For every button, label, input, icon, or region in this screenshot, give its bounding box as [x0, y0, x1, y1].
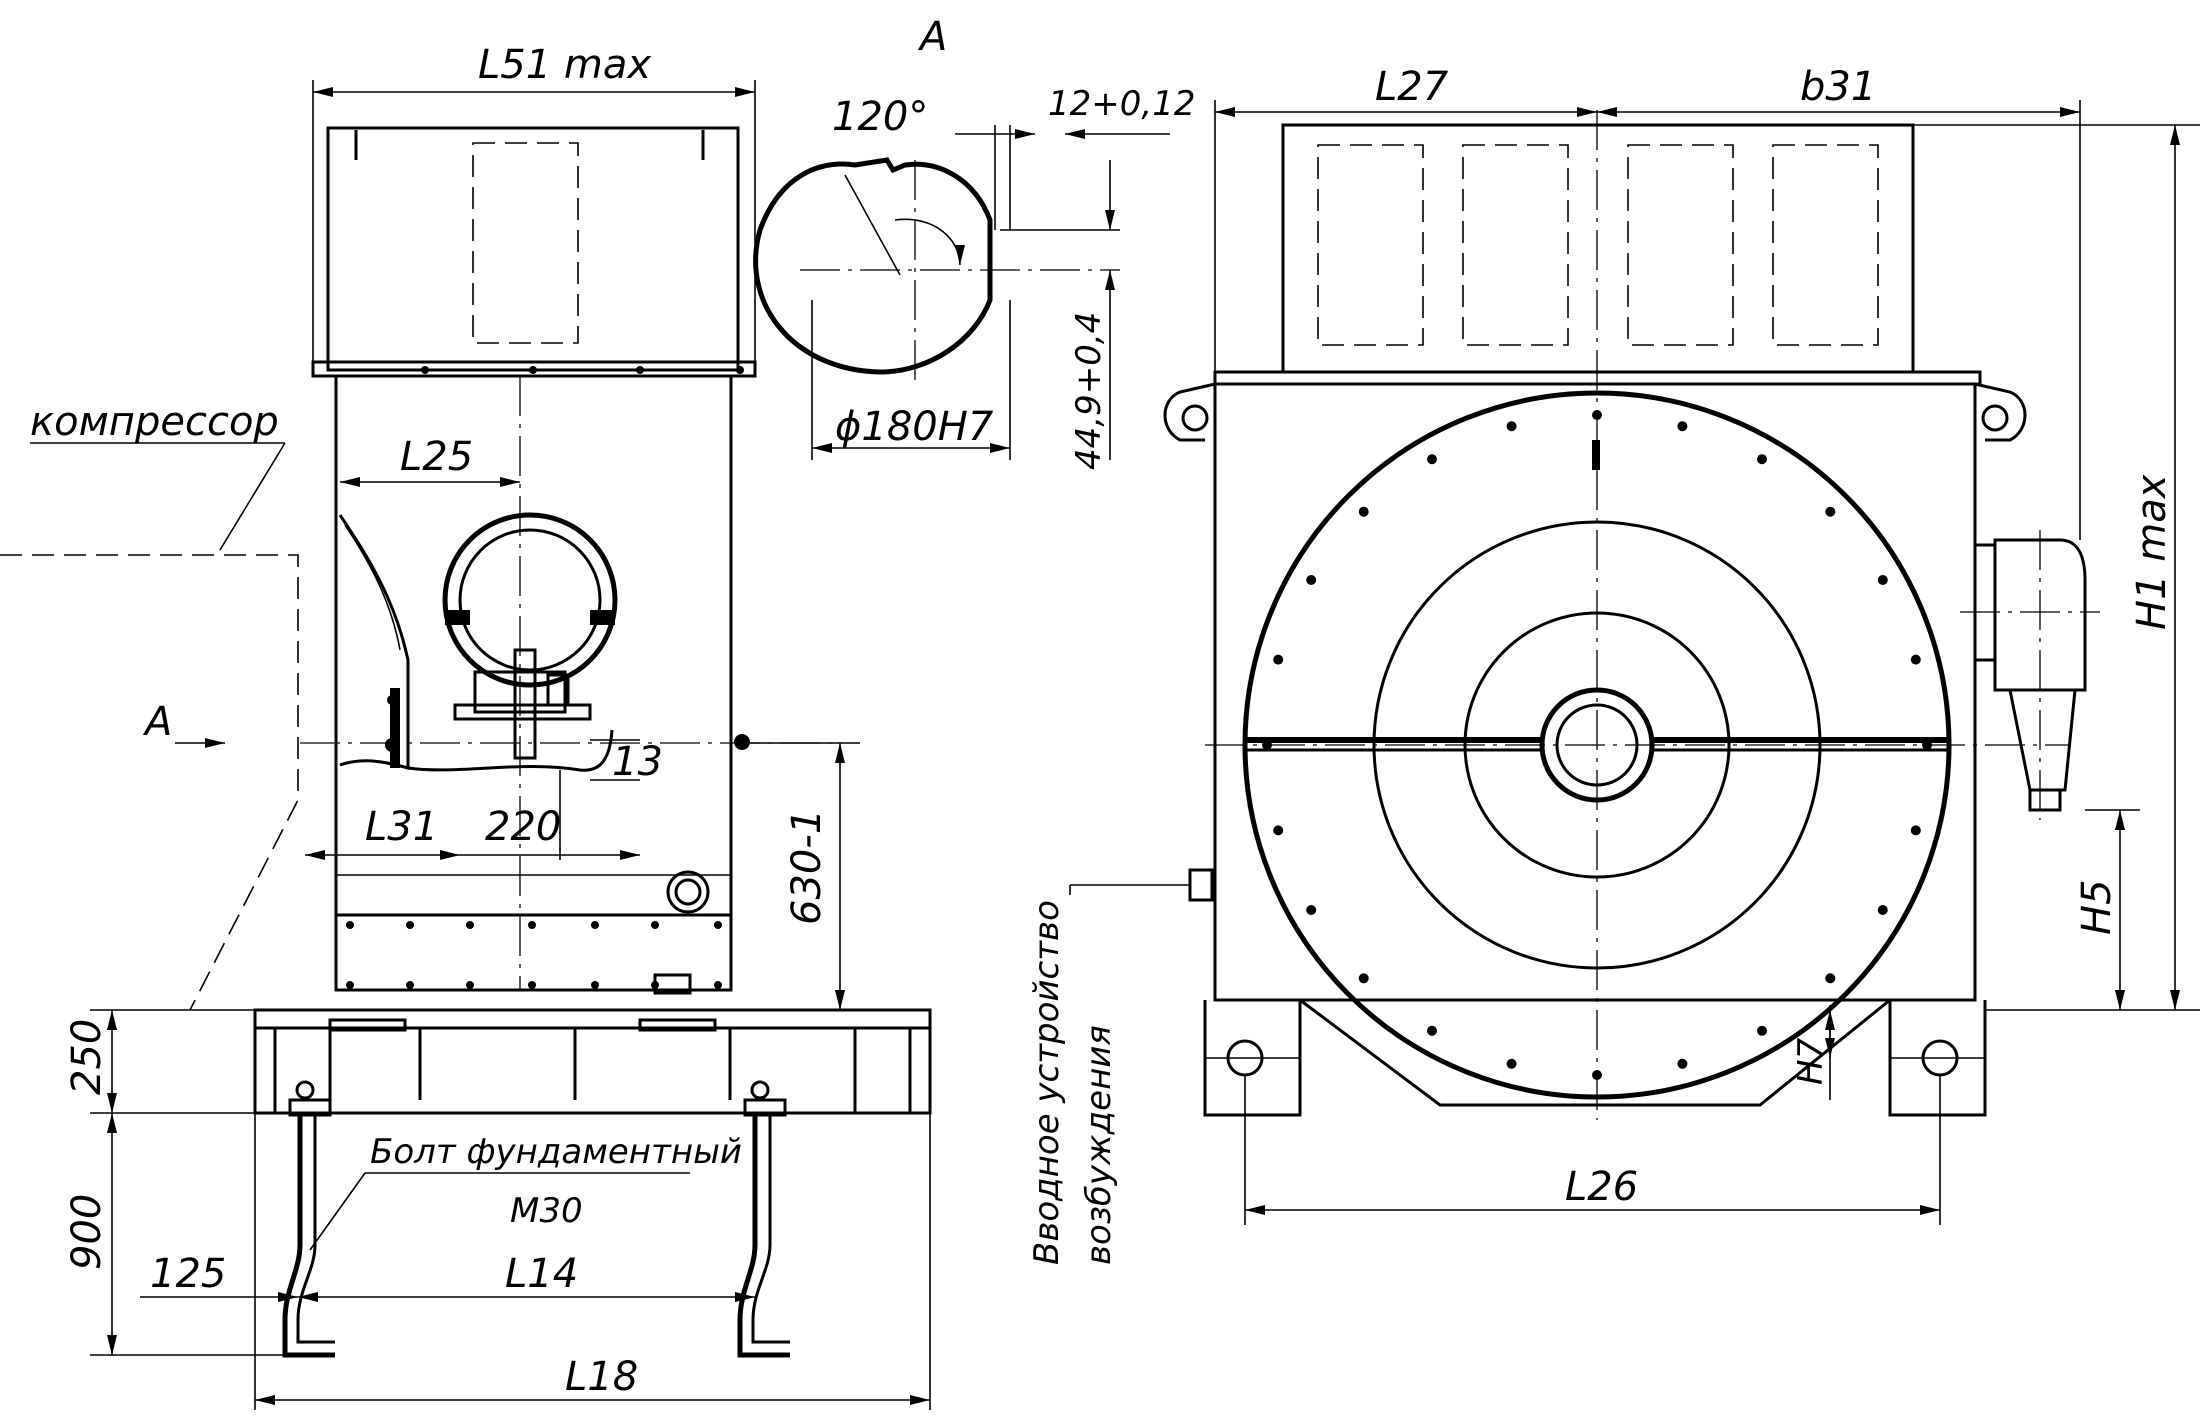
- bolt-size: М30: [510, 1191, 583, 1231]
- bolt-hole: [1825, 973, 1836, 984]
- side-view: [0, 80, 932, 1410]
- l27-label: L27: [1375, 64, 1449, 110]
- view-a-detail: [753, 125, 1170, 460]
- angle-label: 120°: [832, 94, 928, 140]
- terminal-label-2: возбуждения: [1079, 1025, 1119, 1265]
- bolt-hole: [1358, 973, 1369, 984]
- compressor-label: компрессор: [30, 399, 279, 445]
- bolt-hole: [1910, 825, 1921, 836]
- bolt-hole: [1306, 905, 1317, 915]
- bolt-hole: [1922, 740, 1932, 750]
- h7-label: H7: [1791, 1037, 1831, 1085]
- bolt-hole: [1273, 654, 1284, 665]
- h5-label: H5: [2074, 879, 2120, 935]
- labels: A A L51 max компрессор L25 L31 220 13 63…: [30, 14, 2175, 1400]
- l25-label: L25: [400, 434, 473, 480]
- diameter-label: ϕ180H7: [835, 404, 994, 450]
- bolt-label: Болт фундаментный: [370, 1132, 742, 1172]
- l51-label: L51 max: [478, 42, 651, 88]
- dim-630: 630-1: [784, 809, 830, 925]
- dim-13: 13: [612, 739, 663, 785]
- bolt-hole: [1262, 740, 1272, 750]
- bolt-hole: [1427, 454, 1437, 465]
- view-a-marker: A: [917, 14, 947, 60]
- bolt-hole: [1757, 1025, 1767, 1036]
- bolt-hole: [1506, 421, 1517, 432]
- bolt-hole: [1877, 575, 1888, 585]
- bolt-hole: [1592, 1070, 1602, 1080]
- l31-label: L31: [365, 804, 438, 850]
- bolt-hole: [1427, 1025, 1437, 1036]
- l26-label: L26: [1565, 1164, 1638, 1210]
- front-view: [1069, 100, 2200, 1225]
- bolt-hole: [1506, 1058, 1517, 1069]
- motor-body-side: [334, 374, 733, 992]
- h1-label: H1 max: [2129, 474, 2175, 630]
- cooler-front: [1281, 123, 1915, 374]
- dim-250: 250: [64, 1019, 110, 1095]
- bolt-hole: [1677, 1058, 1688, 1069]
- bolt-hole: [1592, 410, 1602, 420]
- terminal-label-1: Вводное устройство: [1027, 900, 1067, 1265]
- dim-220: 220: [485, 804, 561, 850]
- tolerance-12: 12+0,12: [1048, 84, 1195, 124]
- dim-900: 900: [64, 1194, 110, 1270]
- bolt-hole: [1825, 506, 1836, 517]
- l18-label: L18: [565, 1354, 638, 1400]
- bolt-hole: [1677, 421, 1688, 432]
- bolt-hole: [1306, 575, 1317, 585]
- bolt-hole: [1910, 654, 1921, 665]
- dim-44-9: 44,9+0,4: [1069, 312, 1109, 470]
- bolt-hole: [1877, 905, 1888, 915]
- view-a-arrow-label: A: [142, 699, 172, 745]
- bolt-hole: [1273, 825, 1284, 836]
- cooler-housing: [326, 126, 740, 372]
- l14-label: L14: [505, 1251, 578, 1297]
- dim-125: 125: [150, 1251, 226, 1297]
- bolt-hole: [1358, 506, 1369, 517]
- bolt-hole: [1757, 454, 1767, 465]
- b31-label: b31: [1800, 64, 1876, 110]
